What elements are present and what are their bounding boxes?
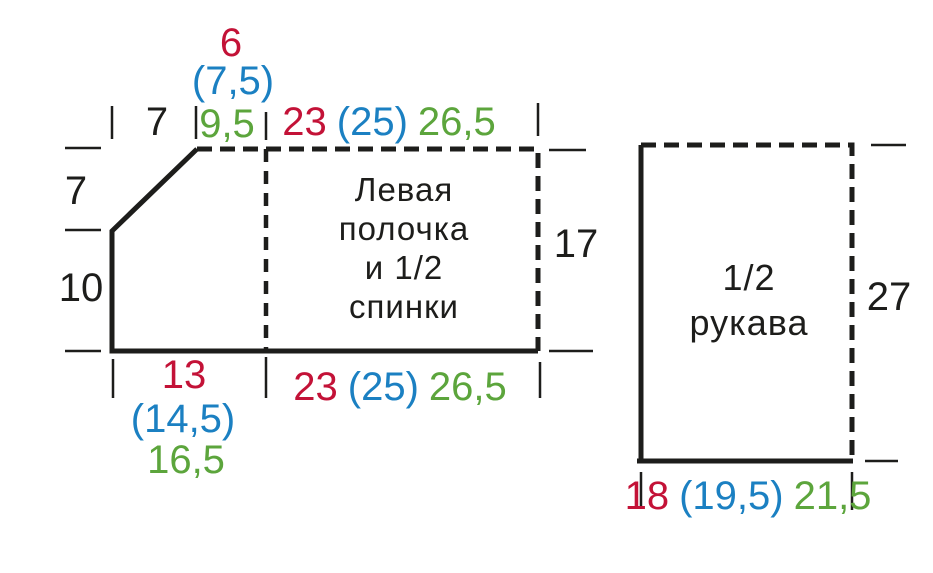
right-side-height-label: 17 <box>553 222 599 266</box>
neck-width-size2: (7,5) <box>191 59 275 103</box>
bottom-width-size3: 26,5 <box>428 365 507 409</box>
top-width-size1: 23 <box>282 100 327 144</box>
neck-depth-label: 7 <box>64 169 88 213</box>
front-piece-name-line4: спинки <box>349 288 459 325</box>
front-piece-name-line1: Левая <box>354 171 454 208</box>
bottom-width-measure: 23 (25) 26,5 <box>293 367 507 407</box>
measurement-ticks <box>65 103 906 510</box>
top-width-size3: 26,5 <box>417 100 496 144</box>
sleeve-dashed-outline <box>641 142 855 461</box>
top-width-size2: (25) <box>336 100 408 144</box>
bottom-front-width-size1: 13 <box>161 353 207 397</box>
top-width-row: 23 (25) 26,5 <box>282 102 496 142</box>
sleeve-solid-outline <box>637 145 853 464</box>
sleeve-piece-name-line2: рукава <box>689 302 809 343</box>
bottom-width-size2: (25) <box>347 365 419 409</box>
bottom-width-size1: 23 <box>293 365 338 409</box>
top-width-measure: 23 (25) 26,5 <box>282 102 496 142</box>
sleeve-bottom-width-measure: 18 (19,5) 21,5 <box>625 476 872 516</box>
sleeve-side-height-label: 27 <box>866 275 912 319</box>
front-piece-name-line3: и 1/2 <box>364 249 444 286</box>
neck-width-size3: 9,5 <box>199 102 255 146</box>
front-piece-name-line2: полочка <box>338 210 470 247</box>
front-piece-solid-outline <box>109 147 538 354</box>
sleeve-bottom-width-size2: (19,5) <box>679 474 784 518</box>
sleeve-bottom-width-row: 18 (19,5) 21,5 <box>625 476 872 516</box>
lower-side-height-label: 10 <box>58 266 104 310</box>
sleeve-bottom-width-size1: 18 <box>624 474 670 518</box>
front-piece-name: Левая полочка и 1/2 спинки <box>339 170 469 326</box>
bottom-width-row: 23 (25) 26,5 <box>293 367 507 407</box>
bottom-front-width-size3: 16,5 <box>147 438 225 482</box>
sleeve-piece-name-line1: 1/2 <box>722 257 776 298</box>
sleeve-piece-name: 1/2 рукава <box>690 255 809 345</box>
shoulder-width-label: 7 <box>145 100 169 144</box>
neck-width-size1: 6 <box>219 21 243 65</box>
sleeve-bottom-width-size3: 21,5 <box>793 474 872 518</box>
bottom-front-width-size2: (14,5) <box>130 397 236 441</box>
